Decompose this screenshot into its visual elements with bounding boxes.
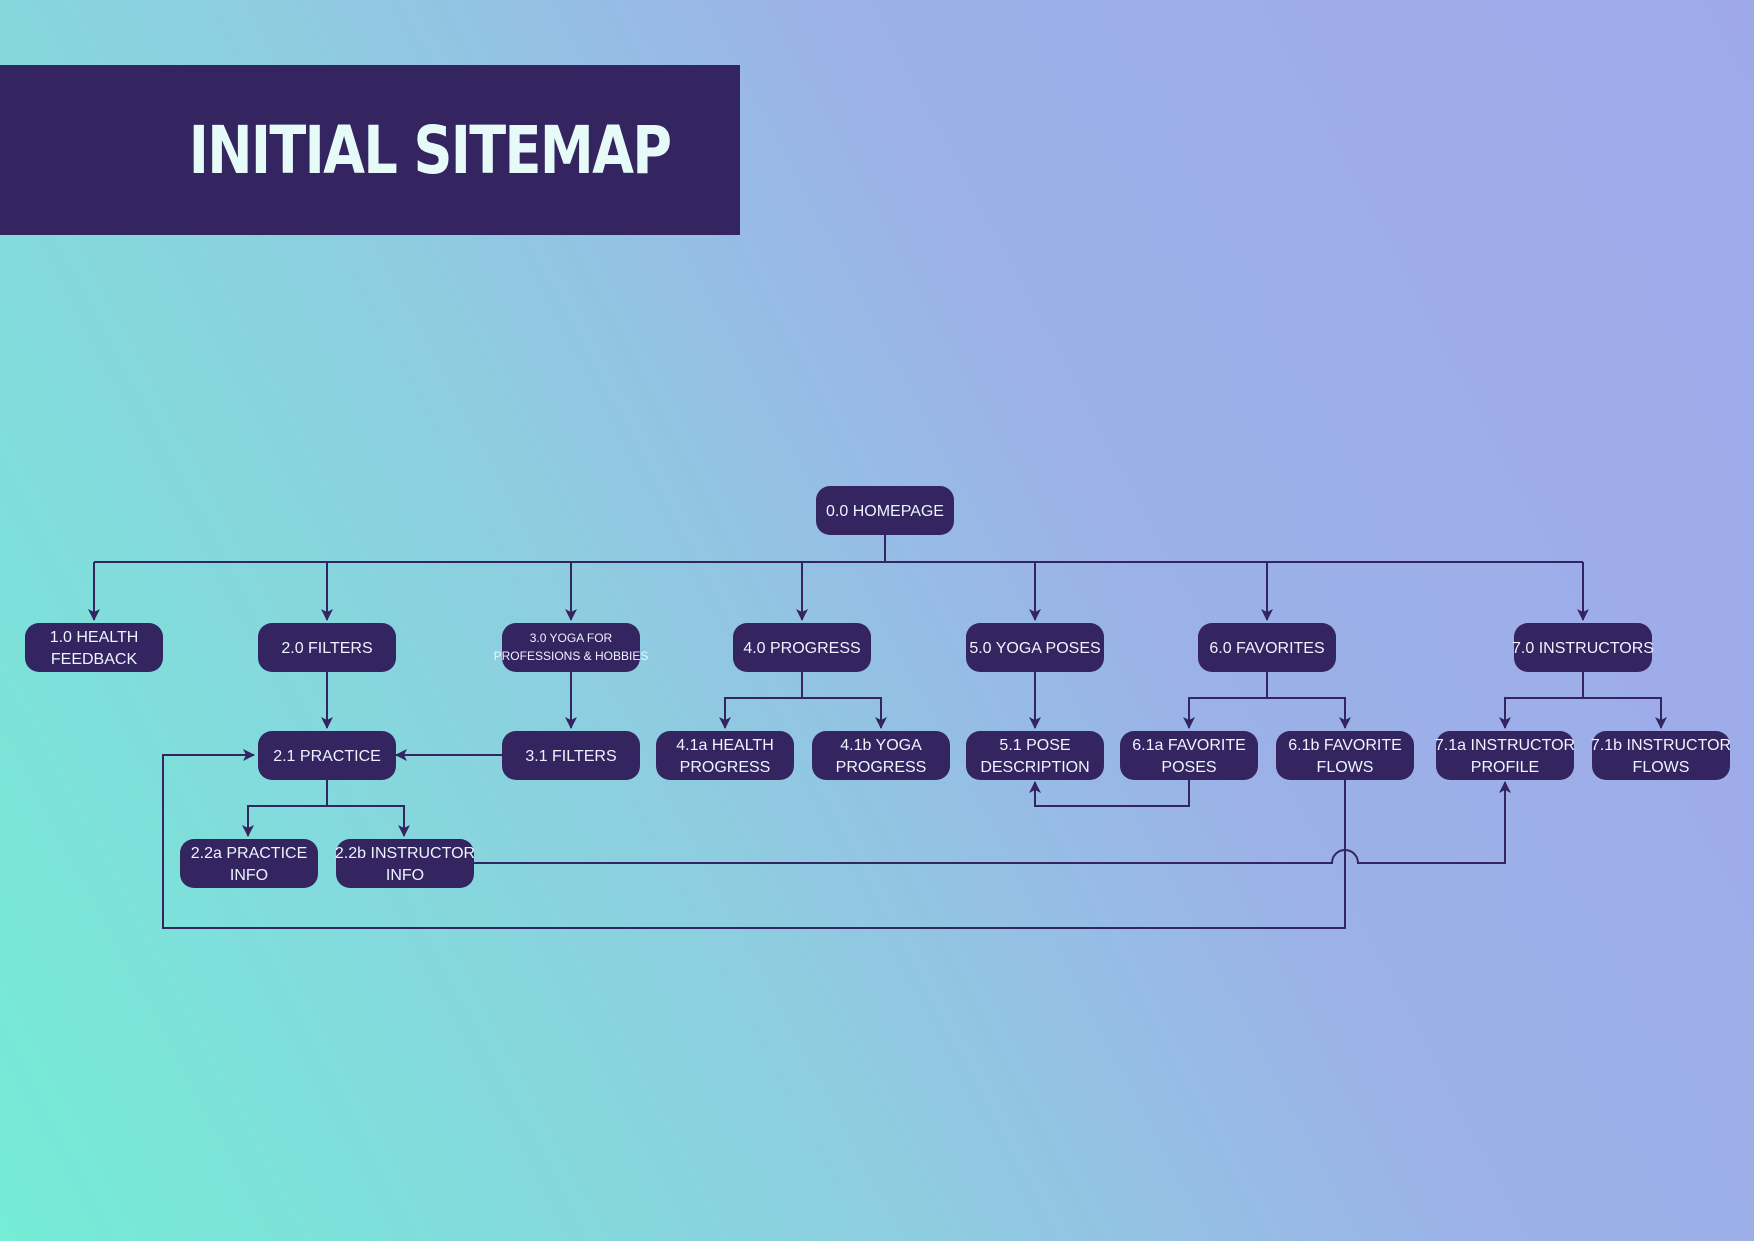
node-instructors-label: 7.0 INSTRUCTORS	[1512, 640, 1654, 657]
node-health-progress-label-1: 4.1a HEALTH	[676, 737, 774, 754]
node-yoga-poses[interactable]: 5.0 YOGA POSES	[966, 623, 1104, 672]
node-practice-label: 2.1 PRACTICE	[273, 748, 381, 765]
node-homepage-label: 0.0 HOMEPAGE	[826, 503, 944, 520]
node-health-feedback-label-2: FEEDBACK	[51, 651, 138, 668]
edge-favorite-flows-practice	[162, 749, 1346, 929]
node-favorite-poses-label-2: POSES	[1161, 759, 1216, 776]
node-instructor-profile[interactable]: 7.1a INSTRUCTOR PROFILE	[1435, 731, 1575, 780]
node-instructor-flows-label-1: 7.1b INSTRUCTOR	[1591, 737, 1731, 754]
page-title: INITIAL SITEMAP	[188, 111, 671, 189]
title-banner: INITIAL SITEMAP	[0, 65, 740, 235]
edge-instructor-info-profile	[474, 781, 1511, 864]
node-practice[interactable]: 2.1 PRACTICE	[258, 731, 396, 780]
node-favorites-label: 6.0 FAVORITES	[1209, 640, 1324, 657]
node-favorite-flows-label-2: FLOWS	[1317, 759, 1374, 776]
node-instructor-profile-label-1: 7.1a INSTRUCTOR	[1435, 737, 1575, 754]
edge-favorite-poses-description	[1029, 780, 1190, 807]
node-instructor-info[interactable]: 2.2b INSTRUCTOR INFO	[335, 839, 475, 888]
node-health-feedback-label-1: 1.0 HEALTH	[50, 629, 139, 646]
node-yoga-professions-label-1: 3.0 YOGA FOR	[530, 631, 613, 645]
node-instructor-flows[interactable]: 7.1b INSTRUCTOR FLOWS	[1591, 731, 1731, 780]
node-progress-label: 4.0 PROGRESS	[743, 640, 860, 657]
node-practice-info-label-2: INFO	[230, 867, 268, 884]
node-pose-description[interactable]: 5.1 POSE DESCRIPTION	[966, 731, 1104, 780]
node-health-progress-label-2: PROGRESS	[680, 759, 771, 776]
node-favorite-poses[interactable]: 6.1a FAVORITE POSES	[1120, 731, 1258, 780]
node-yoga-professions-label-2: PROFESSIONS & HOBBIES	[494, 649, 649, 663]
nodes: 0.0 HOMEPAGE 1.0 HEALTH FEEDBACK 2.0 FIL…	[25, 486, 1731, 888]
connectors	[88, 535, 1667, 929]
node-yoga-progress-label-1: 4.1b YOGA	[840, 737, 922, 754]
node-instructor-info-label-2: INFO	[386, 867, 424, 884]
node-favorites[interactable]: 6.0 FAVORITES	[1198, 623, 1336, 672]
node-homepage[interactable]: 0.0 HOMEPAGE	[816, 486, 954, 535]
node-health-progress[interactable]: 4.1a HEALTH PROGRESS	[656, 731, 794, 780]
node-yoga-progress[interactable]: 4.1b YOGA PROGRESS	[812, 731, 950, 780]
node-instructor-flows-label-2: FLOWS	[1633, 759, 1690, 776]
node-yoga-poses-label: 5.0 YOGA POSES	[969, 640, 1100, 657]
node-instructors[interactable]: 7.0 INSTRUCTORS	[1512, 623, 1654, 672]
node-yoga-progress-label-2: PROGRESS	[836, 759, 927, 776]
node-filters-label: 2.0 FILTERS	[281, 640, 372, 657]
node-favorite-flows[interactable]: 6.1b FAVORITE FLOWS	[1276, 731, 1414, 780]
node-filters[interactable]: 2.0 FILTERS	[258, 623, 396, 672]
node-practice-info-label-1: 2.2a PRACTICE	[191, 845, 307, 862]
node-progress[interactable]: 4.0 PROGRESS	[733, 623, 871, 672]
node-favorite-poses-label-1: 6.1a FAVORITE	[1132, 737, 1246, 754]
node-pose-description-label-1: 5.1 POSE	[999, 737, 1070, 754]
node-yoga-professions[interactable]: 3.0 YOGA FOR PROFESSIONS & HOBBIES	[494, 623, 649, 672]
node-health-feedback[interactable]: 1.0 HEALTH FEEDBACK	[25, 623, 163, 672]
node-instructor-info-label-1: 2.2b INSTRUCTOR	[335, 845, 475, 862]
node-pose-description-label-2: DESCRIPTION	[980, 759, 1089, 776]
node-filters-3[interactable]: 3.1 FILTERS	[502, 731, 640, 780]
node-instructor-profile-label-2: PROFILE	[1471, 759, 1539, 776]
node-practice-info[interactable]: 2.2a PRACTICE INFO	[180, 839, 318, 888]
node-favorite-flows-label-1: 6.1b FAVORITE	[1288, 737, 1402, 754]
node-filters-3-label: 3.1 FILTERS	[525, 748, 616, 765]
